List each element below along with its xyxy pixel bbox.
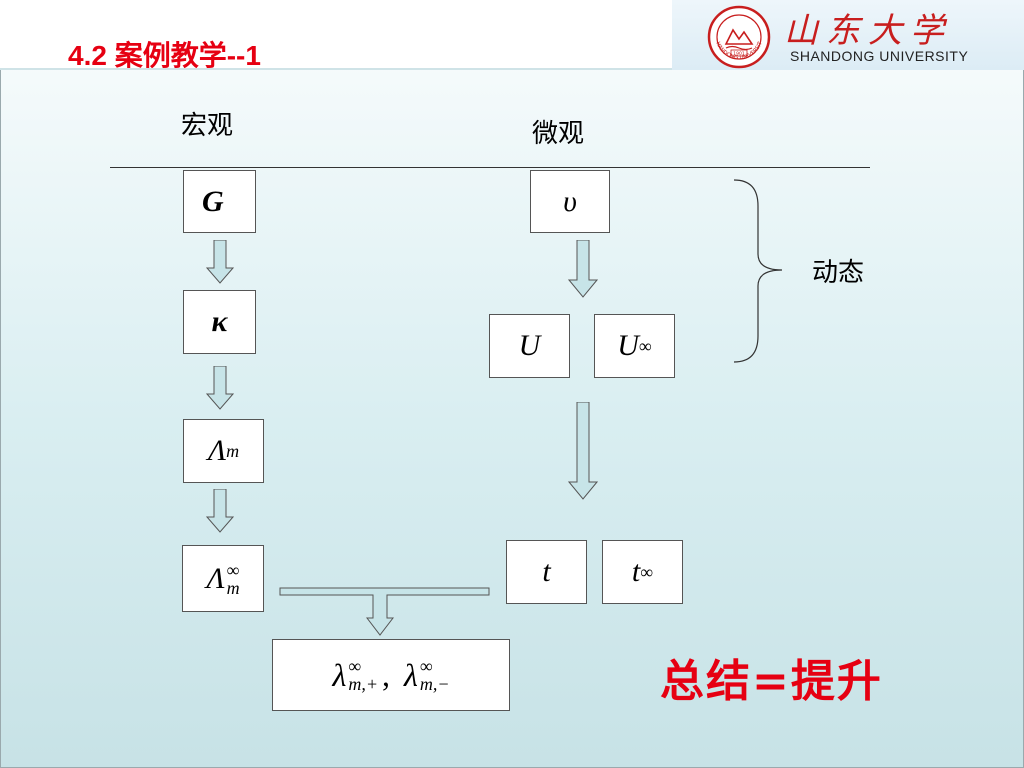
arrow-g-to-kappa xyxy=(206,240,234,284)
university-seal-icon: 1901 SHANDONG UNIVERSITY xyxy=(706,4,771,69)
symbol-u-inf-sup: ∞ xyxy=(638,335,652,356)
summary-text: 总结=提升 xyxy=(660,656,883,707)
symbol-g: G xyxy=(202,184,224,218)
seal-year: 1901 xyxy=(733,51,745,57)
slide-title: 4.2 案例教学--1 xyxy=(68,40,261,71)
symbol-kappa: κ xyxy=(211,305,228,338)
micro-label: 微观 xyxy=(532,119,585,149)
arrow-lambda-to-lambda-inf xyxy=(206,489,234,533)
result-sub-minus: m,− xyxy=(419,674,450,694)
symbol-u: U xyxy=(518,329,541,362)
symbol-upsilon: υ xyxy=(563,184,577,218)
symbol-lambda-small-2: λ xyxy=(404,656,418,693)
symbol-u-inf: U xyxy=(617,329,639,362)
result-sup-2: ∞ xyxy=(419,656,433,676)
arrow-merge-to-result xyxy=(279,587,490,636)
result-sup-1: ∞ xyxy=(348,656,362,676)
symbol-t: t xyxy=(542,555,551,588)
logo-chinese-name: 山东大学 xyxy=(784,11,952,51)
box-upsilon: υ xyxy=(530,170,610,233)
lambda-inf-sub: m xyxy=(226,577,240,598)
symbol-t-inf: t xyxy=(631,555,641,588)
result-separator: , xyxy=(382,656,390,693)
symbol-lambda-small-1: λ xyxy=(332,656,347,693)
symbol-lambda: Λ xyxy=(207,434,227,467)
result-scripts-plus: ∞ m,+ xyxy=(348,657,378,693)
box-result-eigenvalues: λ ∞ m,+ , λ ∞ m,− xyxy=(272,639,510,711)
dynamic-label: 动态 xyxy=(812,258,865,288)
symbol-lambda-inf: Λ xyxy=(206,561,225,595)
box-kappa: κ xyxy=(183,290,256,354)
box-u-inf: U∞ xyxy=(594,314,675,378)
right-brace-icon xyxy=(733,179,783,363)
header-rule xyxy=(0,68,672,70)
lambda-inf-scripts: ∞ m xyxy=(227,561,240,597)
box-lambda-m-inf: Λ ∞ m xyxy=(182,545,264,612)
box-g: G xyxy=(183,170,256,233)
arrow-u-to-t xyxy=(568,402,598,500)
box-t-inf: t∞ xyxy=(602,540,683,604)
logo-english-name: SHANDONG UNIVERSITY xyxy=(790,48,969,64)
box-t: t xyxy=(506,540,587,604)
arrow-kappa-to-lambda xyxy=(206,366,234,410)
slide-header: 4.2 案例教学--1 1901 SHANDONG UNIVERSITY 山东大… xyxy=(0,0,1024,71)
symbol-lambda-sub: m xyxy=(226,440,240,461)
result-scripts-minus: ∞ m,− xyxy=(420,657,450,693)
lambda-inf-sup: ∞ xyxy=(226,559,240,580)
result-sub-plus: m,+ xyxy=(348,674,378,694)
university-logo: 1901 SHANDONG UNIVERSITY 山东大学 SHANDONG U… xyxy=(672,0,1024,70)
box-u: U xyxy=(489,314,570,378)
symbol-t-inf-sup: ∞ xyxy=(640,561,654,582)
header-divider-line xyxy=(110,167,870,168)
arrow-upsilon-to-u xyxy=(568,240,598,298)
macro-label: 宏观 xyxy=(181,111,234,141)
